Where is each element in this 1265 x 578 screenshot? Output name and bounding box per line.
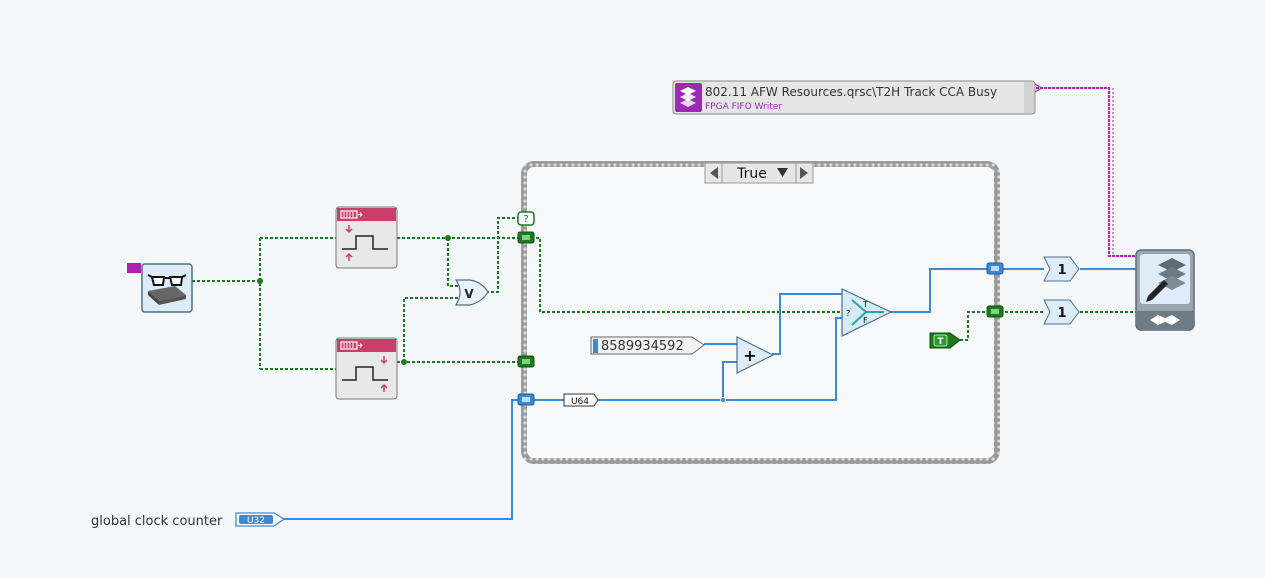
case-selector-terminal: ? — [517, 211, 535, 226]
case-next-button[interactable] — [795, 162, 814, 184]
case-prev-button[interactable] — [704, 162, 723, 184]
fifo-resource-icon — [680, 87, 696, 107]
svg-text:?: ? — [523, 214, 528, 225]
true-constant[interactable]: T — [929, 332, 961, 349]
svg-text:+: + — [743, 346, 756, 365]
case-selector-value: True — [736, 166, 767, 182]
global-clock-label: global clock counter — [91, 514, 223, 529]
svg-text:F: F — [863, 316, 868, 325]
or-gate[interactable]: V — [454, 279, 489, 306]
fifo-resource-name: 802.11 AFW Resources.qrsc\T2H Track CCA … — [705, 85, 997, 99]
fifo-refnum-wire[interactable] — [1036, 87, 1136, 257]
svg-text:T: T — [937, 337, 944, 347]
rising-edge-detector[interactable] — [335, 206, 398, 269]
numeric-wires[interactable] — [284, 268, 1138, 520]
tunnels[interactable]: ? — [517, 211, 1004, 406]
svg-text:?: ? — [846, 309, 850, 318]
svg-text:T: T — [862, 300, 868, 309]
handshake-icon — [1150, 315, 1180, 325]
case-dropdown-arrow-icon[interactable] — [777, 168, 788, 177]
svg-text:V: V — [464, 287, 474, 301]
increment-constant[interactable]: 8589934592 — [590, 336, 705, 355]
select-node[interactable]: T F ? — [841, 288, 893, 337]
glasses-icon — [147, 274, 187, 305]
edge-header-icon — [340, 341, 363, 350]
svg-text:U32: U32 — [247, 516, 265, 526]
fifo-write-node[interactable] — [1135, 249, 1195, 331]
falling-edge-detector[interactable] — [335, 337, 398, 400]
wire-junctions — [257, 235, 451, 365]
fifo-resource-type: FPGA FIFO Writer — [705, 102, 782, 112]
u64-conversion-node[interactable]: U64 — [563, 393, 599, 407]
wires — [192, 87, 1138, 520]
svg-text:1: 1 — [1057, 263, 1066, 278]
svg-text:U64: U64 — [571, 397, 589, 407]
global-clock-counter-node[interactable]: U32 — [235, 512, 286, 527]
rising-edge-icon — [342, 225, 388, 261]
write-to-fifo-icon — [1146, 258, 1186, 302]
register-read-node[interactable] — [127, 263, 193, 313]
fifo-resource-reference[interactable]: 802.11 AFW Resources.qrsc\T2H Track CCA … — [672, 80, 1044, 115]
case-selector[interactable]: True — [704, 162, 814, 184]
build-array-numeric[interactable]: 1 — [1043, 256, 1080, 282]
boolean-wires[interactable] — [192, 217, 1138, 370]
edge-header-icon — [340, 210, 363, 219]
falling-edge-icon — [342, 356, 388, 392]
build-array-boolean[interactable]: 1 — [1043, 299, 1080, 325]
svg-text:1: 1 — [1057, 306, 1066, 321]
svg-text:8589934592: 8589934592 — [601, 339, 684, 354]
add-node[interactable]: + — [736, 336, 775, 374]
